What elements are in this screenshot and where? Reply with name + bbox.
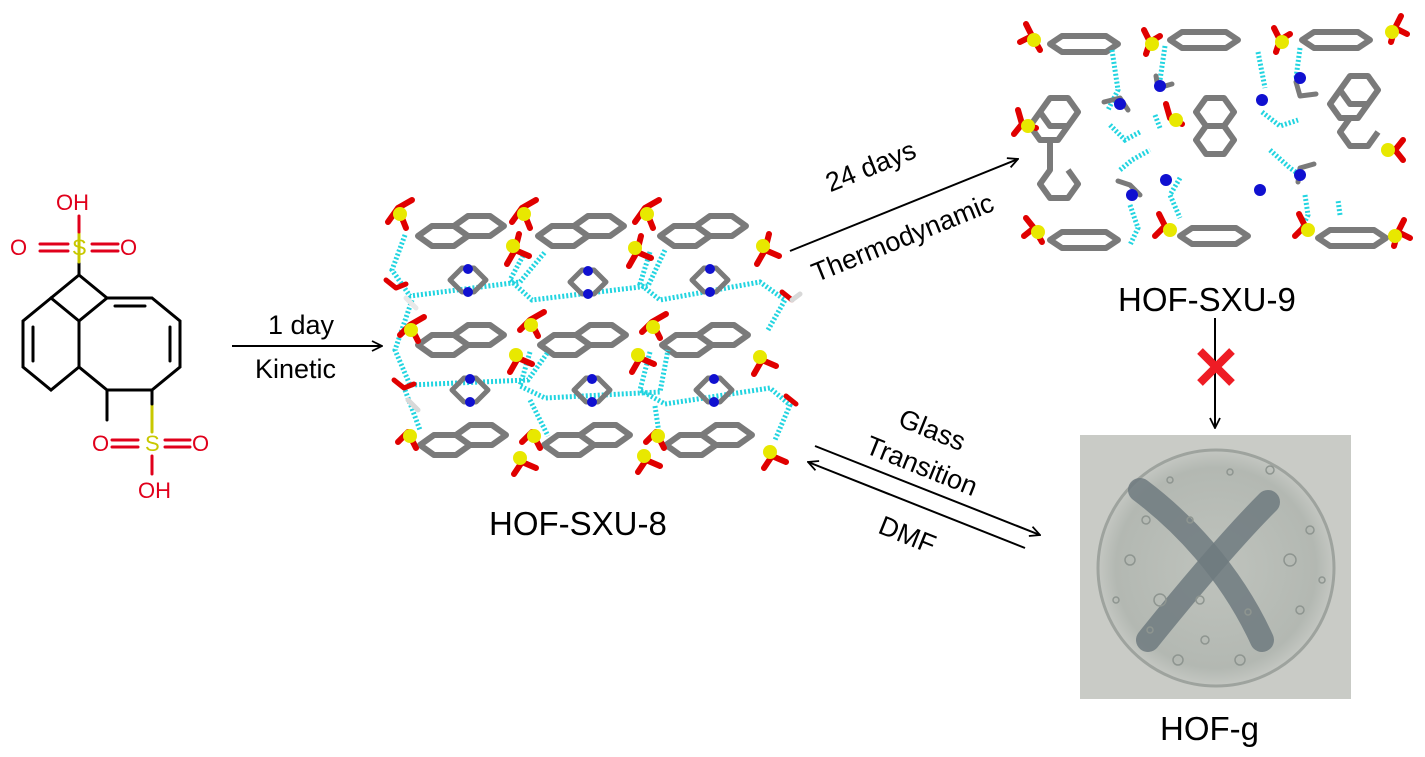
hof-sxu8-structure: [383, 197, 803, 477]
hof-glass-photo: [1080, 435, 1351, 699]
monomer-structure: [21, 260, 182, 422]
monomer-sulfonyl-bonds: [38, 214, 192, 476]
atom-label-s-top: S: [72, 235, 87, 260]
atom-label-s-bottom: S: [145, 431, 160, 456]
sxu8-sulfonates: [385, 197, 789, 477]
hof-g-label: HOF-g: [1160, 710, 1259, 747]
sxu8-cations: [447, 264, 735, 407]
arrow-thermodynamic: [789, 159, 1018, 252]
arrow-glass-transition: [814, 445, 1040, 535]
hof-sxu8-label: HOF-SXU-8: [489, 505, 667, 542]
sxu8-waters: [383, 277, 803, 413]
sxu9-naphthalenes: [1027, 29, 1389, 251]
atom-label-oh-top: OH: [56, 190, 89, 215]
hof-sxu9-structure: [1011, 13, 1413, 251]
blocked-cross-icon: [1197, 348, 1235, 386]
atom-label-oh-bottom: OH: [138, 478, 171, 503]
sxu8-naphthalenes: [415, 213, 755, 458]
sxu9-cations: [1101, 72, 1319, 201]
arrow-dmf: [808, 462, 1026, 549]
hof-sxu9-label: HOF-SXU-9: [1118, 281, 1296, 318]
kinetic-condition-label: Kinetic: [255, 354, 337, 384]
atom-label-o-left-bottom: O: [92, 431, 110, 456]
atom-label-o-right-bottom: O: [192, 431, 210, 456]
atom-label-o-left-top: O: [10, 235, 28, 260]
glass-bubbles: [1112, 465, 1326, 666]
kinetic-time-label: 1 day: [268, 310, 335, 340]
monomer-upper-ring: [105, 296, 182, 392]
sxu9-sulfonates: [1011, 13, 1413, 249]
atom-label-o-right-top: O: [120, 235, 138, 260]
